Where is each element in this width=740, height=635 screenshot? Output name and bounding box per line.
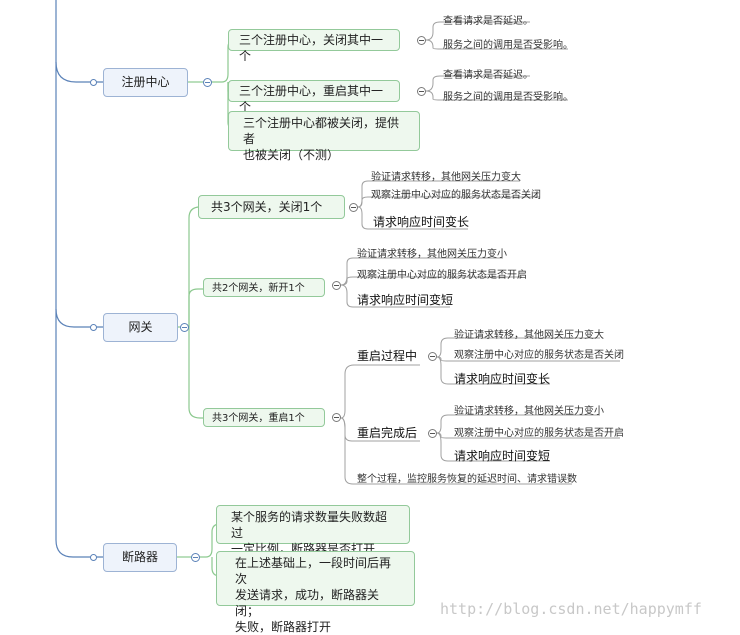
topic-label: 网关 xyxy=(128,320,153,334)
leaf-text: 验证请求转移，其他网关压力变大 xyxy=(454,330,604,341)
sub-topic-restarted[interactable]: 重启完成后 xyxy=(357,426,418,440)
connector-dot xyxy=(90,554,97,561)
watermark: http://blog.csdn.net/happymff xyxy=(440,600,702,618)
leaf-text: 查看请求是否延迟。 xyxy=(443,70,533,81)
collapse-toggle-icon[interactable] xyxy=(332,281,341,290)
connector-dot xyxy=(90,324,97,331)
branch-breaker-retry[interactable]: 在上述基础上，一段时间后再次 发送请求，成功，断路器关闭； 失败，断路器打开 xyxy=(216,551,415,634)
connector-dot xyxy=(90,79,97,86)
collapse-toggle-icon[interactable] xyxy=(349,203,358,212)
leaf-text: 服务之间的调用是否受影响。 xyxy=(443,92,573,103)
leaf-text: 服务之间的调用是否受影响。 xyxy=(443,40,573,51)
leaf-text: 观察注册中心对应的服务状态是否关闭 xyxy=(454,350,624,361)
collapse-toggle-icon[interactable] xyxy=(191,553,200,562)
topic-circuit-breaker[interactable]: 断路器 xyxy=(103,543,177,572)
branch-restart-one-registry[interactable]: 三个注册中心，重启其中一个 xyxy=(228,80,400,114)
collapse-toggle-icon[interactable] xyxy=(428,352,437,361)
branch-close-one-registry[interactable]: 三个注册中心，关闭其中一个 xyxy=(228,29,400,63)
leaf-text: 整个过程，监控服务恢复的延迟时间、请求错误数 xyxy=(357,474,577,485)
leaf-text: 验证请求转移，其他网关压力变小 xyxy=(357,249,507,260)
leaf-text: 查看请求是否延迟。 xyxy=(443,16,533,27)
leaf-text: 请求响应时间变长 xyxy=(454,372,551,386)
leaf-text: 请求响应时间变长 xyxy=(373,215,470,229)
branch-gateway-restart-one[interactable]: 共3个网关，重启1个 xyxy=(203,408,325,427)
leaf-text: 验证请求转移，其他网关压力变大 xyxy=(371,172,521,183)
leaf-text: 观察注册中心对应的服务状态是否开启 xyxy=(357,270,527,281)
sub-topic-restarting[interactable]: 重启过程中 xyxy=(357,349,418,363)
leaf-text: 验证请求转移，其他网关压力变小 xyxy=(454,406,604,417)
collapse-toggle-icon[interactable] xyxy=(180,323,189,332)
leaf-text: 观察注册中心对应的服务状态是否关闭 xyxy=(371,190,541,201)
branch-breaker-open[interactable]: 某个服务的请求数量失败数超过 一定比例，断路器是否打开 xyxy=(216,505,410,556)
topic-gateway[interactable]: 网关 xyxy=(103,313,178,342)
collapse-toggle-icon[interactable] xyxy=(332,413,341,422)
branch-gateway-close-one[interactable]: 共3个网关，关闭1个 xyxy=(198,195,345,219)
topic-label: 断路器 xyxy=(121,550,158,564)
topic-registry[interactable]: 注册中心 xyxy=(103,68,188,97)
collapse-toggle-icon[interactable] xyxy=(203,78,212,87)
collapse-toggle-icon[interactable] xyxy=(417,36,426,45)
collapse-toggle-icon[interactable] xyxy=(428,429,437,438)
leaf-text: 请求响应时间变短 xyxy=(454,449,551,463)
branch-all-registry-closed[interactable]: 三个注册中心都被关闭，提供者 也被关闭（不测） xyxy=(228,111,420,162)
leaf-text: 观察注册中心对应的服务状态是否开启 xyxy=(454,428,624,439)
topic-label: 注册中心 xyxy=(121,75,170,89)
leaf-text: 请求响应时间变短 xyxy=(357,293,454,307)
branch-gateway-add-one[interactable]: 共2个网关，新开1个 xyxy=(203,278,325,297)
collapse-toggle-icon[interactable] xyxy=(417,87,426,96)
